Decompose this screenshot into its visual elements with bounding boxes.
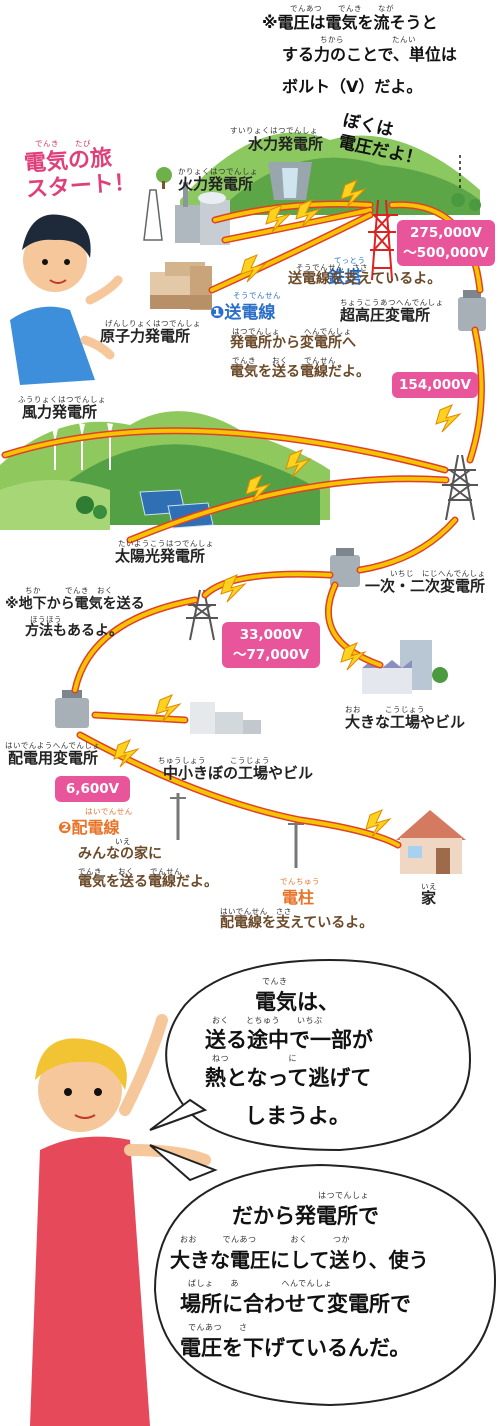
distribution-line-ruby1: いえ	[115, 837, 131, 846]
voltage-ultra-line1: 275,000V	[410, 225, 482, 241]
bubble2-line2: 大きな電圧にして送り、使う	[170, 1248, 429, 1272]
start-banner-ruby: でんき たび	[35, 139, 91, 148]
blonde-boy-illustration	[30, 1014, 211, 1426]
distribution-substation-ruby: はいでんようへんでんしょ	[5, 741, 101, 750]
transmission-note1: 発電所から変電所へ	[230, 335, 356, 351]
distribution-line-note1: みんなの家に	[78, 846, 162, 862]
hydro-ruby: すいりょくはつでんしょ	[230, 126, 318, 135]
bubble2-ruby2: おお でんあつ おく つか	[180, 1235, 350, 1244]
distribution-substation-label: 配電用変電所	[8, 749, 99, 767]
solar-plant-label: 太陽光発電所	[115, 547, 206, 565]
voltage-badge-6600: 6,600V	[55, 776, 130, 802]
nuclear-ruby: げんしりょくはつでんしょ	[105, 319, 201, 328]
top-note-line3: ボルト（V）だよ。	[282, 77, 423, 96]
bubble2-ruby1: はつでんしょ	[318, 1191, 369, 1200]
ultra-high-ruby: ちょうこうあつへんでんしょ	[340, 298, 444, 307]
distribution-line-ruby: はいでんせん	[85, 807, 133, 816]
transmission-ruby: そうでんせん	[233, 291, 281, 300]
underground-ruby2: ほうほう	[30, 615, 62, 624]
underground-note-line2: 方法もあるよ。	[25, 623, 123, 639]
voltage-33k-line2: ～77,000V	[232, 647, 310, 663]
bubble1-line3: 熱となって逃げて	[205, 1066, 372, 1090]
transmission-ruby1: はつでんしょ へんでんしょ	[232, 327, 352, 336]
primary-secondary-substation-label: 一次・二次変電所	[365, 577, 486, 595]
large-factory-label: 大きな工場やビル	[345, 713, 466, 731]
primary-secondary-ruby: いちじ にじへんでんしょ	[390, 569, 486, 578]
voltage-badge-ultra: 275,000V ～500,000V	[397, 220, 495, 266]
distribution-line-note2: 電気を送る電線だよ。	[78, 874, 218, 890]
bubble1-ruby3: ねつ に	[212, 1054, 297, 1063]
pole-note: 配電線を支えているよ。	[220, 915, 374, 931]
top-note-ruby2: ちから たんい	[320, 35, 416, 44]
top-note-line2: する力のことで、単位は	[282, 45, 457, 64]
solar-ruby: たいようこうはつでんしょ	[118, 539, 214, 548]
bubble2-ruby4: でんあつ さ	[188, 1323, 248, 1332]
small-factory-ruby: ちゅうしょう こうじょう	[158, 756, 270, 765]
wind-plant-label: 風力発電所	[22, 403, 98, 421]
pole-ruby: でんちゅう	[280, 877, 320, 886]
house-ruby: いえ	[421, 882, 437, 891]
tower-label: 鉄塔	[328, 268, 362, 288]
bubble2-line4: 電圧を下げているんだ。	[180, 1336, 411, 1360]
bubble2-line3: 場所に合わせて変電所で	[180, 1292, 411, 1316]
thermal-ruby: かりょくはつでんしょ	[178, 167, 258, 176]
underground-ruby1: ちか でんき おく	[25, 586, 113, 595]
bubble1-line1: 電気は、	[255, 990, 339, 1014]
bubble1-line4: しまうよ。	[245, 1104, 350, 1128]
voltage-ultra-line2: ～500,000V	[403, 245, 489, 261]
thermal-plant-label: 火力発電所	[178, 175, 254, 193]
voltage-badge-33k: 33,000V ～77,000V	[222, 622, 320, 668]
transmission-note2: 電気を送る電線だよ。	[230, 364, 370, 380]
voltage-33k-line1: 33,000V	[239, 627, 303, 643]
ultra-high-substation-label: 超高圧変電所	[340, 306, 431, 324]
pole-note-ruby: はいでんせん ささ	[220, 907, 292, 916]
distribution-line-label: ❷配電線	[58, 818, 120, 837]
start-banner: 電気の旅 スタート！	[23, 144, 136, 204]
bubble2-line1: だから発電所で	[232, 1204, 379, 1228]
transmission-ruby2: でんき おく でんせん	[232, 356, 336, 365]
voltage-badge-154k: 154,000V	[392, 372, 478, 398]
hydro-plant-label: 水力発電所	[248, 135, 324, 153]
bubble1-line2: 送る途中で一部が	[205, 1028, 373, 1052]
tower-ruby: てっとう	[334, 256, 366, 265]
distribution-line-ruby2: でんき おく でんせん	[78, 867, 182, 876]
wind-ruby: ふうりょくはつでんしょ	[18, 395, 106, 404]
bubble2-ruby3: ばしょ あ へんでんしょ	[188, 1279, 333, 1288]
top-note-line1: ※電圧は電気を流そうと	[262, 13, 438, 32]
small-factory-label: 中小きぼの工場やビル	[163, 764, 314, 782]
tower-note: 送電線を支えているよ。	[288, 271, 442, 287]
bubble1-ruby2: おく とちゅう いちぶ	[212, 1016, 323, 1025]
top-note-ruby1: でんあつ でんき なが	[290, 4, 394, 13]
pole-label: 電柱	[282, 888, 315, 907]
large-factory-ruby: おお こうじょう	[345, 705, 425, 714]
tower-note-ruby: そうでんせん ささ	[296, 263, 368, 272]
transmission-line-label: ❶送電線	[210, 303, 276, 323]
bubble1-ruby1: でんき	[262, 977, 288, 986]
underground-note-line1: ※地下から電気を送る	[5, 596, 145, 612]
house-label: 家	[421, 889, 437, 907]
boy-illustration	[10, 214, 123, 385]
nuclear-plant-label: 原子力発電所	[100, 327, 191, 345]
